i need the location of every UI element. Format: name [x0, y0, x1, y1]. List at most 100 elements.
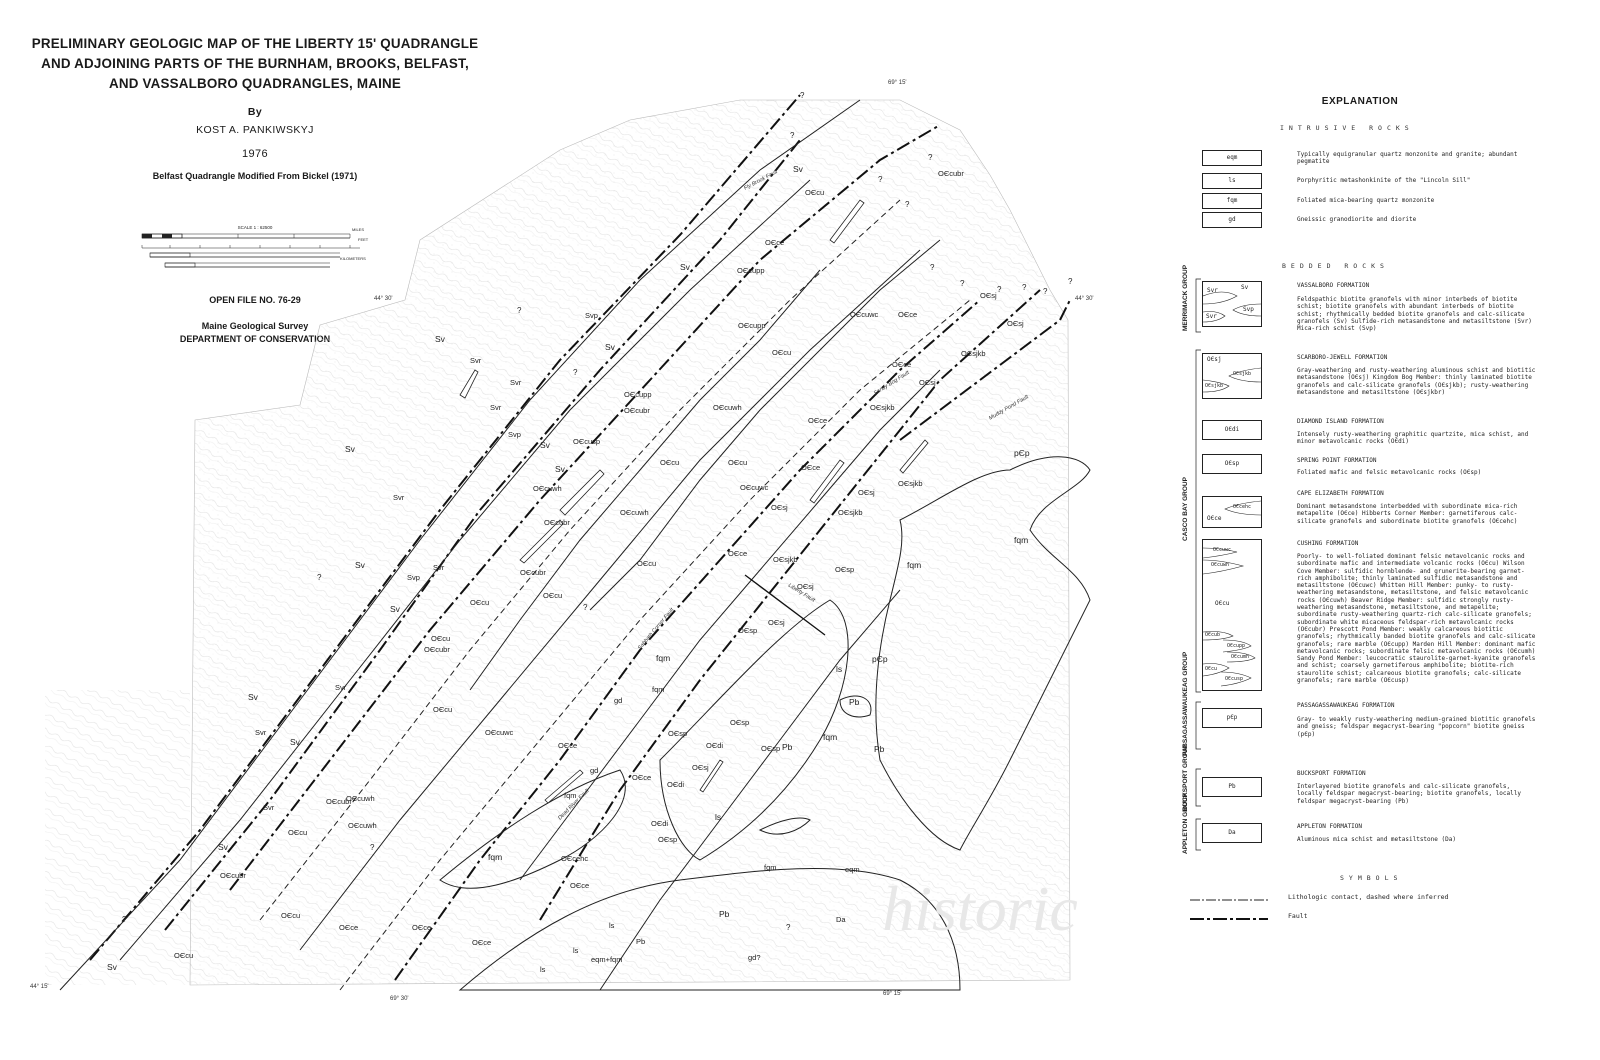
- map-label: eqm: [845, 865, 860, 874]
- question-mark: ?: [1043, 287, 1048, 296]
- map-label: Sv: [793, 164, 804, 174]
- map-label: Svr: [433, 563, 445, 572]
- contact-line: [519, 369, 941, 881]
- map-label: fqm: [764, 863, 777, 872]
- question-mark: ?: [1022, 283, 1027, 292]
- map-label: Svp: [407, 573, 420, 582]
- coord-bottom-69-15: 69° 15': [883, 991, 902, 997]
- map-label: OЄcupp: [624, 390, 652, 399]
- lens: [519, 519, 564, 564]
- map-label: Sv: [218, 842, 229, 852]
- box-label: OЄcub: [1205, 632, 1221, 638]
- map-label: OЄcupp: [738, 321, 766, 330]
- map-label: fqm: [1014, 535, 1028, 545]
- group-bracket: [1195, 818, 1201, 851]
- formation-name-cape: CAPE ELIZABETH FORMATION: [1297, 490, 1384, 497]
- map-label: OЄsjkb: [961, 349, 986, 358]
- coord-right-44-30: 44° 30': [1075, 296, 1094, 302]
- box-label: OЄcupp: [1227, 643, 1246, 649]
- map-label: OЄce: [558, 741, 577, 750]
- unit-box-spring: OЄsp: [1202, 454, 1262, 474]
- group-label-appleton: APPLETON GROUP: [1182, 793, 1189, 854]
- fault-line: [899, 299, 1071, 441]
- map-label: OЄcu: [637, 559, 656, 568]
- map-label: OЄcubr: [544, 518, 570, 527]
- map-label: OЄdi: [667, 780, 684, 789]
- contact-line: [339, 299, 971, 991]
- unit-box-diamond: OЄdi: [1202, 420, 1262, 440]
- map-label: OЄcubr: [938, 169, 964, 178]
- vassalboro-lens-graphic: [1203, 291, 1261, 323]
- map-label: OЄcusp: [573, 437, 600, 446]
- map-label: Sv: [390, 604, 401, 614]
- formation-name-appleton: APPLETON FORMATION: [1297, 823, 1363, 830]
- map-label: OЄcubr: [220, 871, 246, 880]
- box-label: OЄsjkb: [1205, 383, 1224, 389]
- map-label: OЄsjkb: [838, 508, 863, 517]
- box-label: OЄsj: [1207, 356, 1222, 363]
- map-label: ls: [573, 946, 579, 955]
- unit-box-vassalboro: Svr Sv Svp Svr: [1202, 281, 1262, 327]
- map-label: Svr: [470, 356, 482, 365]
- scale-label: SCALE 1 : 62500: [237, 225, 273, 230]
- symbol-fault-label: Fault: [1288, 912, 1308, 920]
- map-label: OЄcu: [288, 828, 307, 837]
- map-label: Sv: [435, 334, 446, 344]
- title-block: PRELIMINARY GEOLOGIC MAP OF THE LIBERTY …: [20, 34, 490, 344]
- map-label: OЄcubr: [424, 645, 450, 654]
- map-label: OЄce: [412, 923, 431, 932]
- map-label: OЄcubr: [326, 797, 352, 806]
- box-label: Svr: [1206, 313, 1217, 320]
- map-title-line-3: AND VASSALBORO QUADRANGLES, MAINE: [108, 76, 402, 91]
- map-label: Svr: [263, 803, 275, 812]
- map-label: OЄcupp: [737, 266, 765, 275]
- group-bracket: [1195, 278, 1201, 333]
- symbol-contact: Lithologic contact, dashed where inferre…: [1190, 893, 1570, 905]
- scale-bar: SCALE 1 : 62500 MILES FEET KILOMETERS: [140, 225, 370, 269]
- map-label: OЄcu: [433, 705, 452, 714]
- map-label: OЄcu: [543, 591, 562, 600]
- coord-bottom-44-15: 44° 15': [30, 984, 49, 990]
- lens: [899, 439, 929, 474]
- lenses: [459, 199, 929, 804]
- box-label: OЄcusp: [1225, 676, 1244, 682]
- question-mark: ?: [800, 91, 805, 100]
- question-mark: ?: [317, 573, 322, 582]
- question-mark: ?: [878, 175, 883, 184]
- coord-bottom-69-30: 69° 30': [390, 996, 409, 1002]
- map-label: OЄsp: [658, 835, 677, 844]
- map-label: OЄsjkb: [870, 403, 895, 412]
- map-label: Sv: [345, 444, 356, 454]
- box-label: OЄce: [1207, 515, 1222, 522]
- map-label: OЄcuwh: [348, 821, 377, 830]
- unit-box-scarboro: OЄsj OЄsjkb OЄsjkb: [1202, 353, 1262, 399]
- map-label: Sv: [248, 692, 259, 702]
- question-mark: ?: [930, 263, 935, 272]
- fault-line: [394, 299, 981, 981]
- question-mark: ?: [905, 200, 910, 209]
- map-label: OЄsj: [980, 291, 997, 300]
- map-label: ls: [715, 812, 721, 822]
- contact-symbol: [1190, 899, 1268, 901]
- map-label: OЄsp: [668, 729, 687, 738]
- map-label: OЄcu: [805, 188, 824, 197]
- map-label: Svr: [255, 728, 267, 737]
- question-mark: ?: [583, 603, 588, 612]
- lens: [559, 469, 605, 516]
- question-mark: ?: [517, 306, 522, 315]
- map-label: OЄcehc: [561, 854, 588, 863]
- map-label: OЄsp: [761, 744, 780, 753]
- map-label: Sv: [555, 464, 566, 474]
- map-label: OЄcuwh: [346, 794, 375, 803]
- formation-name-scarboro: SCARBORO-JEWELL FORMATION: [1297, 354, 1388, 361]
- map-label: OЄce: [898, 310, 917, 319]
- cross-fault: [744, 574, 826, 636]
- map-label: gd: [614, 696, 622, 705]
- question-mark: ?: [1068, 277, 1073, 286]
- map-label: OЄsj: [919, 378, 936, 387]
- group-label-passagassawakeag: PASSAGASSAWAUKEAG GROUP: [1182, 651, 1189, 756]
- unit-desc-ls: Porphyritic metashonkinite of the "Linco…: [1297, 177, 1471, 184]
- formation-desc-cape: Dominant metasandstone interbedded with …: [1297, 503, 1518, 525]
- question-mark: ?: [960, 279, 965, 288]
- map-label: fqm: [488, 852, 502, 862]
